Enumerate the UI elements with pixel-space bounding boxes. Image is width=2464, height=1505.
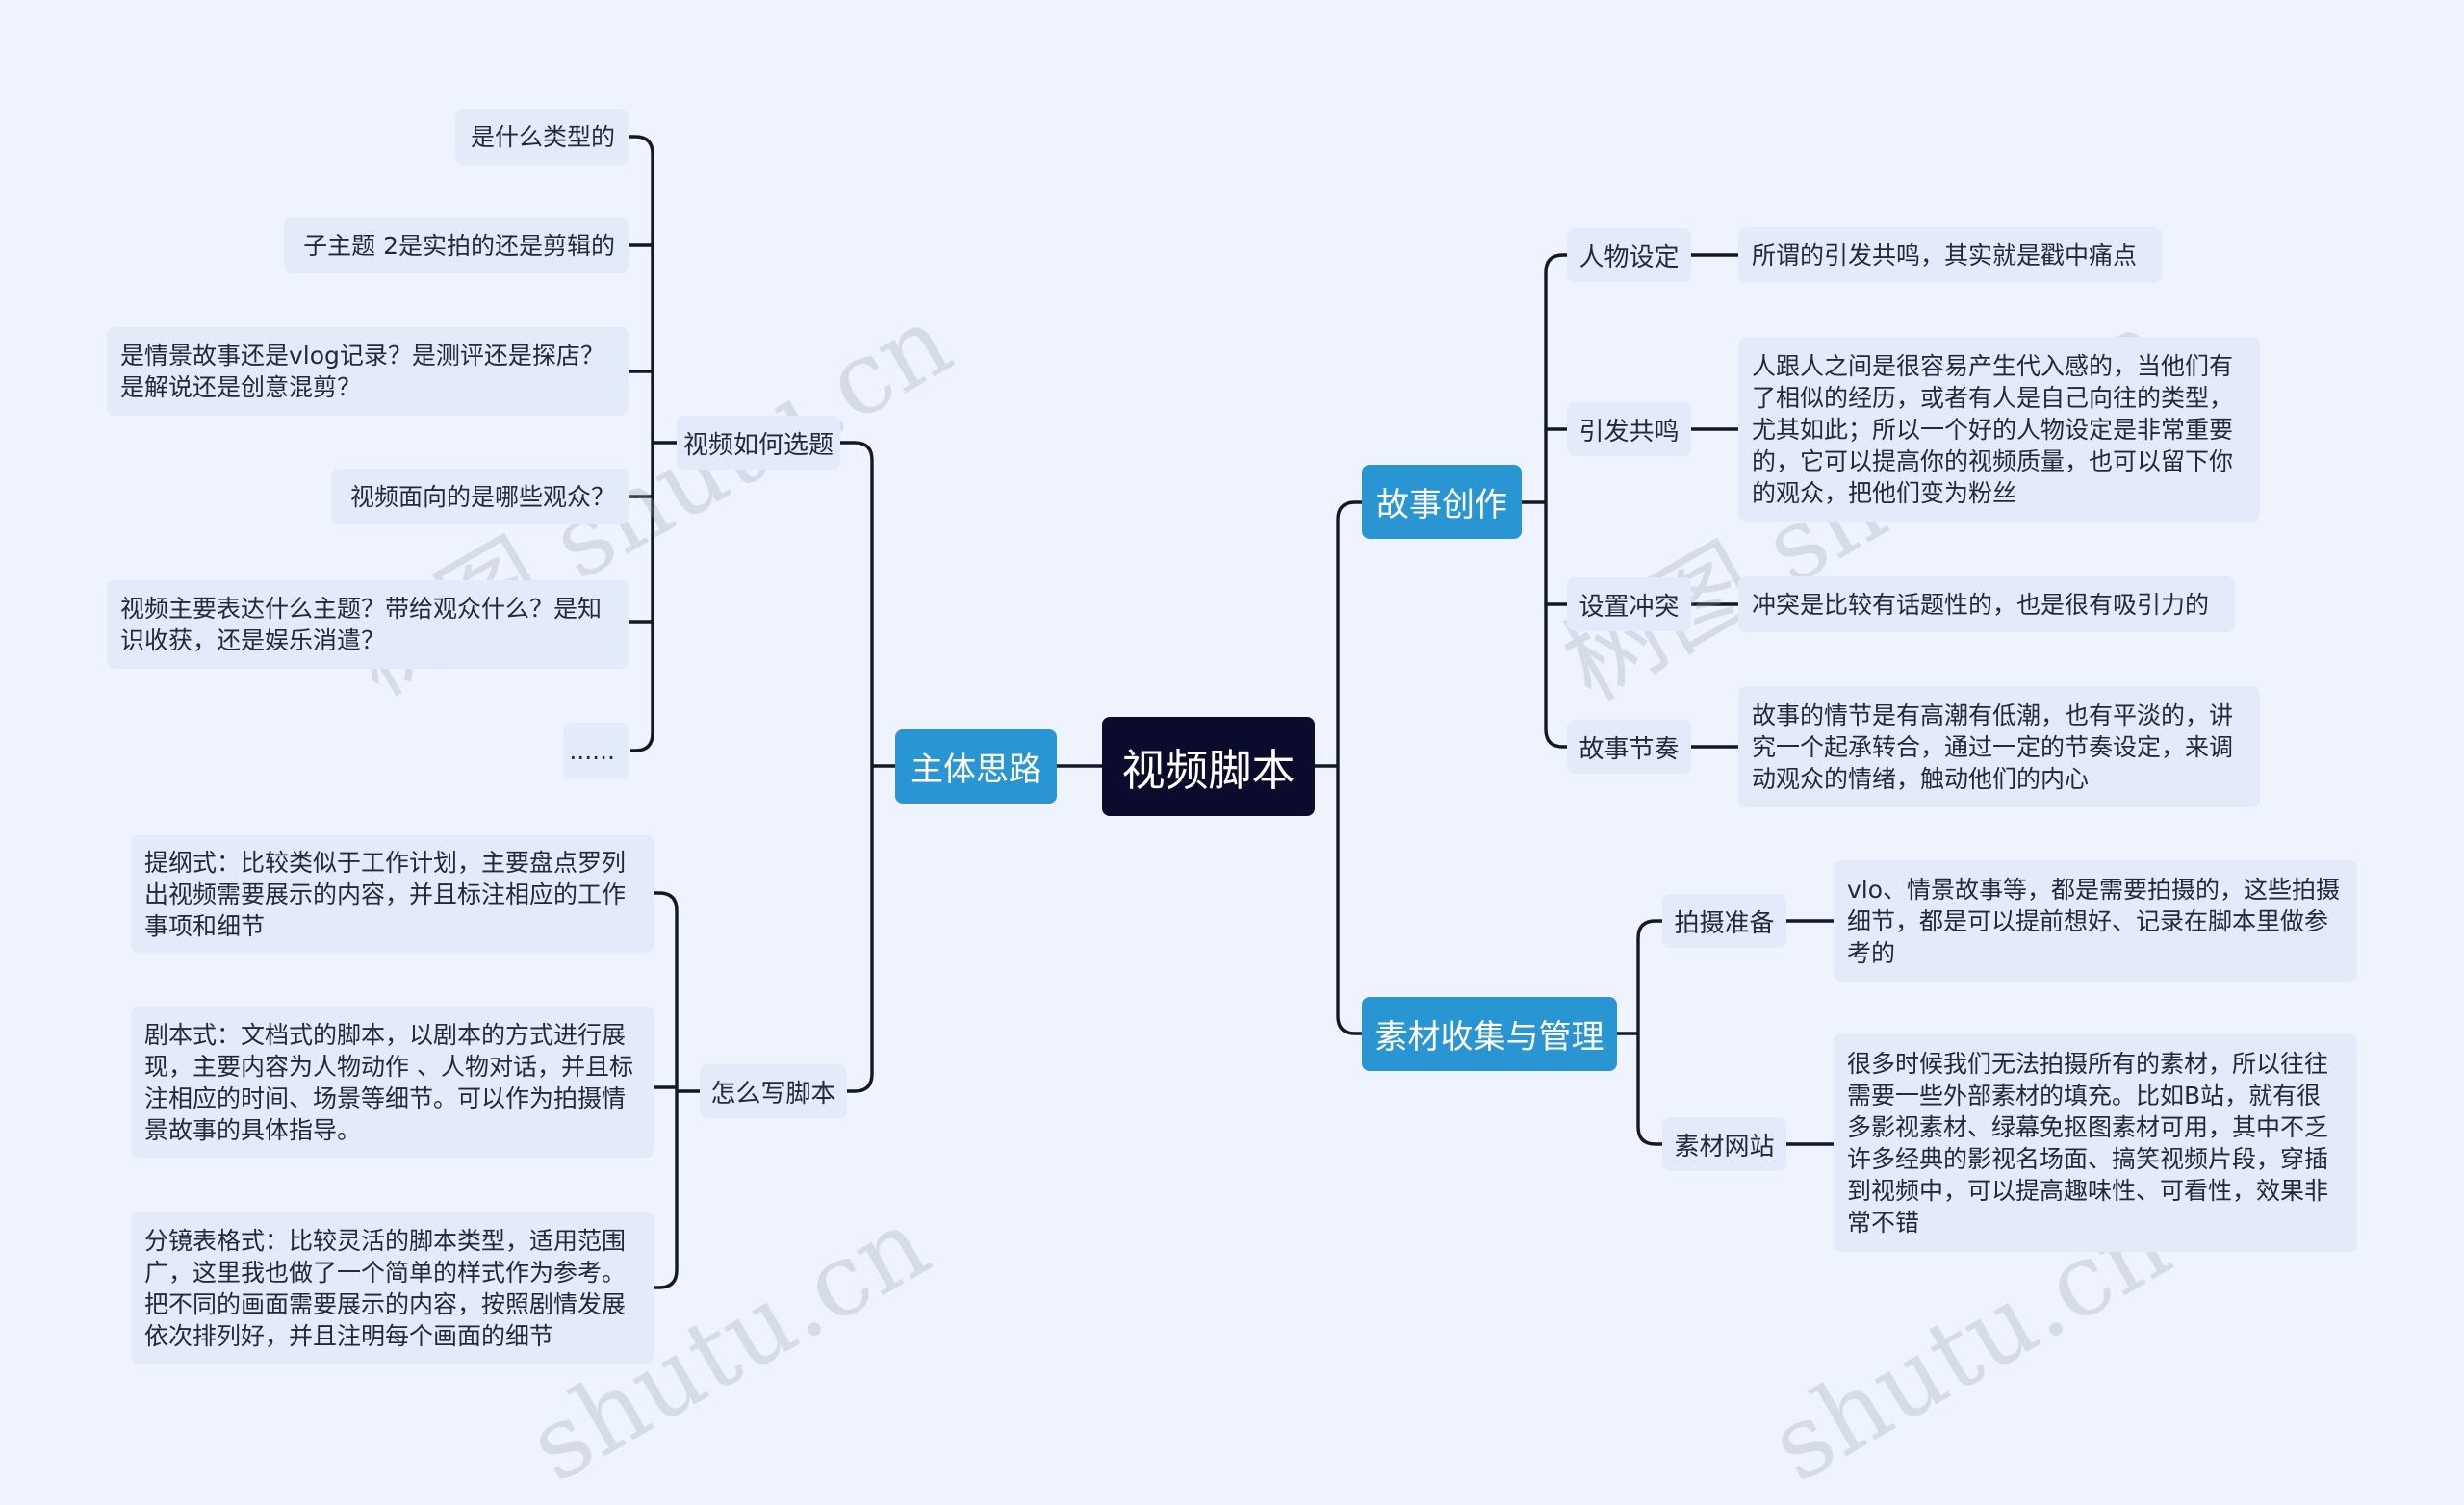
subtopic-script-writing[interactable]: 怎么写脚本: [700, 1064, 847, 1118]
root-node[interactable]: 视频脚本: [1102, 717, 1315, 816]
subtopic-resonance[interactable]: 引发共鸣: [1567, 402, 1691, 456]
connector: [1636, 938, 1662, 1146]
connector: [1544, 253, 1567, 273]
main-topic-left[interactable]: 主体思路: [895, 729, 1057, 804]
subtopic-conflict[interactable]: 设置冲突: [1567, 577, 1691, 631]
connector: [629, 135, 654, 155]
subtopic-character[interactable]: 人物设定: [1567, 228, 1691, 282]
mindmap-canvas: 树图 shutu.cn 树图 shutu.cn shutu.cn shutu.c…: [107, 109, 2357, 1505]
leaf-topic-type[interactable]: 是什么类型的: [455, 109, 629, 165]
leaf-topic-genre[interactable]: 是情景故事还是vlog记录？是测评还是探店？是解说还是创意混剪？: [107, 327, 629, 416]
connector: [1336, 500, 1362, 766]
connector: [847, 766, 874, 1093]
leaf-topic-audience[interactable]: 视频面向的是哪些观众？: [331, 469, 629, 524]
subtopic-topic-selection[interactable]: 视频如何选题: [677, 416, 840, 470]
leaf-shooting-prep[interactable]: vlo、情景故事等，都是需要拍摄的，这些拍摄细节，都是可以提前想好、记录在脚本里…: [1834, 860, 2357, 982]
connector-lines: [629, 135, 1834, 1289]
leaf-material-sites[interactable]: 很多时候我们无法拍摄所有的素材，所以往往需要一些外部素材的填充。比如B站，就有很…: [1834, 1033, 2357, 1252]
subtopic-rhythm[interactable]: 故事节奏: [1567, 720, 1691, 774]
subtopic-shooting-prep[interactable]: 拍摄准备: [1662, 894, 1786, 948]
connector: [1336, 766, 1362, 1035]
main-topic-material[interactable]: 素材收集与管理: [1362, 997, 1617, 1071]
connector: [654, 910, 679, 1289]
leaf-topic-theme[interactable]: 视频主要表达什么主题？带给观众什么？是知识收获，还是娱乐消遣？: [107, 580, 629, 669]
leaf-rhythm[interactable]: 故事的情节是有高潮有低潮，也有平淡的，讲究一个起承转合，通过一定的节奏设定，来调…: [1738, 686, 2260, 807]
leaf-resonance[interactable]: 人跟人之间是很容易产生代入感的，当他们有了相似的经历，或者有人是自己向往的类型，…: [1738, 337, 2260, 522]
leaf-topic-more[interactable]: ......: [563, 723, 629, 778]
connector: [630, 154, 654, 752]
leaf-script-outline[interactable]: 提纲式：比较类似于工作计划，主要盘点罗列出视频需要展示的内容，并且标注相应的工作…: [131, 835, 654, 953]
subtopic-material-sites[interactable]: 素材网站: [1662, 1117, 1786, 1171]
leaf-script-drama[interactable]: 剧本式：文档式的脚本，以剧本的方式进行展现，主要内容为人物动作 、人物对话，并且…: [131, 1007, 654, 1158]
main-topic-story[interactable]: 故事创作: [1362, 465, 1522, 539]
leaf-topic-shooting[interactable]: 子主题 2是实拍的还是剪辑的: [284, 217, 629, 273]
connector: [840, 441, 874, 766]
connector: [1544, 272, 1567, 749]
connector: [654, 891, 679, 911]
leaf-conflict[interactable]: 冲突是比较有话题性的，也是很有吸引力的: [1738, 576, 2235, 632]
leaf-script-storyboard[interactable]: 分镜表格式：比较灵活的脚本类型，适用范围广，这里我也做了一个简单的样式作为参考。…: [131, 1212, 654, 1364]
leaf-character[interactable]: 所谓的引发共鸣，其实就是戳中痛点: [1738, 227, 2162, 283]
connector: [1636, 919, 1662, 939]
